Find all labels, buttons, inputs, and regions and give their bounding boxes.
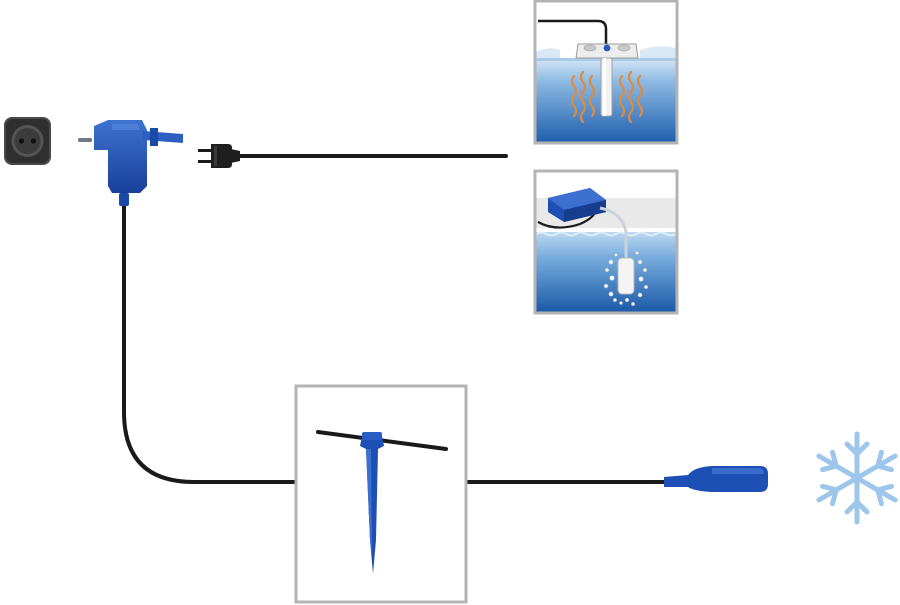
ground-stake-icon	[316, 430, 448, 574]
air-stone-icon	[603, 251, 649, 306]
air-bubbles-icon	[603, 251, 649, 306]
power-plug-icon	[198, 144, 240, 168]
temperature-sensor-icon	[664, 466, 768, 492]
wall-socket-icon	[4, 117, 51, 165]
low-voltage-cable	[122, 203, 298, 484]
air-pump-panel	[533, 169, 679, 315]
pond-heater-panel	[533, 0, 679, 145]
snowflake-icon	[816, 431, 898, 525]
transformer-plug-icon	[78, 120, 183, 206]
ground-stake-panel	[294, 384, 468, 604]
pond-heater-icon	[570, 43, 644, 124]
heat-waves-icon	[570, 70, 644, 124]
cables	[122, 154, 672, 484]
air-pump-icon	[548, 188, 606, 222]
